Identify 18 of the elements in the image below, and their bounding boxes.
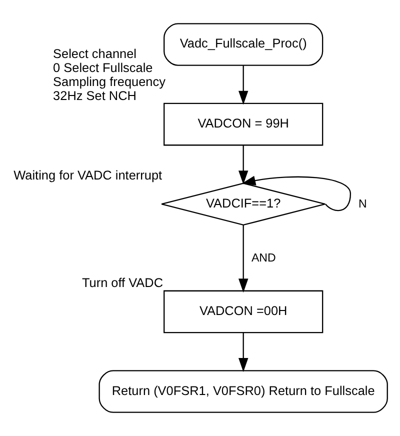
node-label: Select channel: [52, 46, 136, 62]
arrow: [241, 176, 351, 212]
node-label: Sampling frequency: [52, 74, 165, 89]
node-label: Turn off VADC: [81, 275, 163, 290]
node-label: 0 Select Fullscale: [52, 60, 152, 76]
arrow: [238, 145, 248, 185]
edge-label: AND: [250, 252, 276, 264]
arrow: [238, 225, 248, 293]
node-label: Waiting for VADC interrupt: [13, 168, 162, 183]
node-box: Return (V0FSR1, V0FSR0) Return to Fullscale: [98, 370, 388, 413]
arrow: [238, 332, 248, 372]
arrow: [238, 66, 248, 105]
edge-label: N: [358, 198, 366, 211]
node-diamond: VADCIF==1?: [160, 182, 326, 226]
node-box: Vadc_Fullscale_Proc(): [163, 23, 323, 66]
node-box: VADCON = 99H: [163, 102, 323, 146]
node-box: VADCON =00H: [163, 290, 323, 334]
node-label: 32Hz Set NCH: [52, 88, 136, 103]
